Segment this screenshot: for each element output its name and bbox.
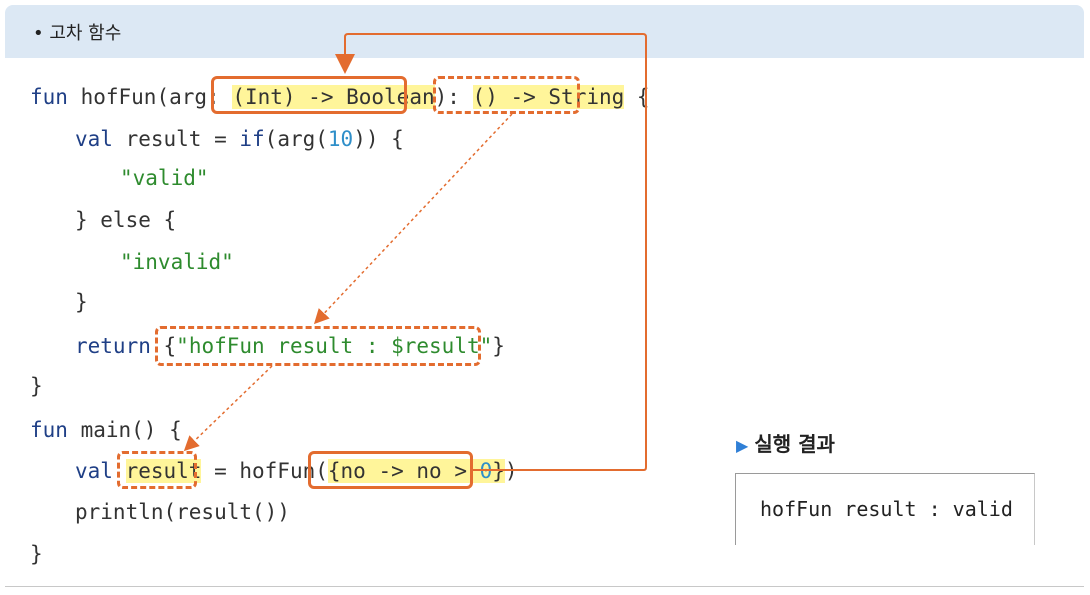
code-text: hofFun(arg: [67,85,233,109]
code-line-12: } [30,540,43,568]
code-text: } [30,374,43,398]
code-text: } else { [75,208,177,232]
code-text: } [30,542,43,566]
triangle-right-icon: ▶ [736,436,749,455]
code-text: result = [112,127,240,151]
code-line-8: } [30,372,43,400]
code-text: )) { [353,127,404,151]
return-type-highlight: () -> String [472,85,625,109]
string-literal: "invalid" [120,250,234,274]
result-var-box [117,451,197,489]
return-lambda-box [155,326,481,366]
result-panel [735,473,1035,545]
lambda-arg-box [308,451,473,489]
code-text: main() { [67,418,182,442]
string-literal: "hofFun result : $result" [176,334,493,358]
code-line-1: fun hofFun(arg: (Int) -> Boolean): () ->… [30,83,650,111]
lambda-highlight: {no -> no > [327,459,480,483]
code-line-5: "invalid" [120,248,234,276]
code-text: (arg( [264,127,328,151]
lambda-to-result-arrow [183,365,273,452]
code-line-6: } [75,288,88,316]
keyword-return: return [75,334,151,358]
code-text: println(result()) [75,500,290,524]
result-heading: ▶ 실행 결과 [736,428,835,457]
section-header: • 고차 함수 [5,5,1084,58]
code-line-10: val result = hofFun({no -> no > 0}) [75,457,518,485]
code-text: } [75,290,88,314]
return-type-to-lambda-arrow [313,113,513,325]
number-literal: 10 [327,127,354,151]
return-type-box [433,76,580,114]
code-line-4: } else { [75,206,176,234]
keyword-if: if [239,127,265,151]
bottom-divider [5,586,1084,587]
code-text: { [163,334,177,358]
code-line-2: val result = if(arg(10)) { [75,125,404,153]
code-line-7: return {"hofFun result : $result"} [75,332,505,360]
code-line-9: fun main() { [30,416,182,444]
result-title: 실행 결과 [754,432,835,456]
string-literal: "valid" [120,166,209,190]
section-title: • 고차 함수 [33,23,122,44]
keyword-val: val [75,127,113,151]
param-type-box [211,76,407,114]
keyword-fun: fun [30,418,68,442]
code-line-3: "valid" [120,164,209,192]
code-text: ): [434,85,473,109]
result-var-highlight: result [125,459,202,483]
keyword-val: val [75,459,113,483]
code-line-11: println(result()) [75,498,290,526]
code-text: } [492,334,505,358]
keyword-fun: fun [30,85,68,109]
param-type-highlight: (Int) -> Boolean [232,85,435,109]
lambda-to-param-arrow [335,33,647,471]
code-text: = hofFun( [201,459,328,483]
result-output: hofFun result : valid [760,497,1013,521]
